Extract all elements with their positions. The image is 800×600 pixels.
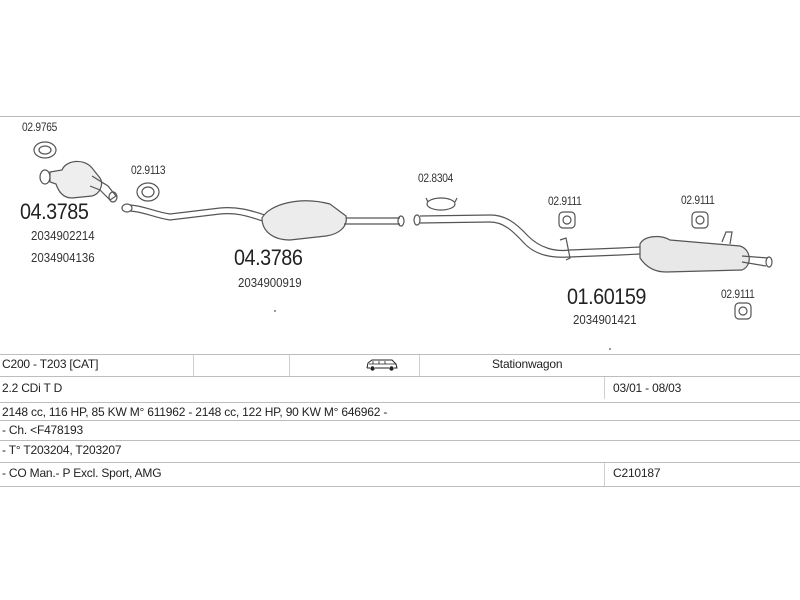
- part-ref-label: 02.9113: [131, 163, 166, 177]
- part-ref-label: 02.8304: [418, 171, 454, 185]
- rear-muffler-01-60159: [413, 214, 773, 273]
- engine-cell: 2.2 CDi T D: [2, 381, 63, 395]
- notes-cell: - CO Man.- P Excl. Sport, AMG: [2, 466, 162, 480]
- gasket-02-9113: [136, 182, 160, 202]
- part-number-label: 01.60159: [567, 284, 646, 309]
- oem-number-label: 2034902214: [31, 228, 95, 243]
- gasket-02-9765: [33, 141, 57, 159]
- info-row: - T° T203204, T203207: [0, 440, 800, 463]
- period-cell: 03/01 - 08/03: [613, 381, 682, 395]
- part-ref-label: 02.9765: [22, 120, 58, 134]
- part-number-label: 04.3786: [234, 245, 303, 270]
- oem-number-label: 2034904136: [31, 250, 95, 265]
- top-divider: [0, 116, 800, 117]
- info-row: C200 - T203 [CAT] Stationwagon: [0, 354, 800, 377]
- type-codes-cell: - T° T203204, T203207: [2, 443, 122, 457]
- info-row: - CO Man.- P Excl. Sport, AMG C210187: [0, 462, 800, 487]
- specs-cell: 2148 cc, 116 HP, 85 KW M° 611962 - 2148 …: [2, 405, 388, 419]
- station-wagon-icon: [366, 358, 398, 375]
- clamp-02-8304: [425, 197, 458, 211]
- info-row: 2148 cc, 116 HP, 85 KW M° 611962 - 2148 …: [0, 402, 800, 421]
- info-row: 2.2 CDi T D 03/01 - 08/03: [0, 376, 800, 399]
- part-ref-label: 02.9111: [548, 194, 582, 208]
- part-ref-label: 02.9111: [681, 193, 715, 207]
- model-cell: C200 - T203 [CAT]: [2, 357, 99, 371]
- oem-number-label: 2034900919: [238, 275, 302, 290]
- mount-02-9111-b: [691, 211, 709, 229]
- catalytic-converter-04-3785: [39, 160, 118, 203]
- table-bottom-line: [0, 486, 800, 487]
- code-cell: C210187: [613, 466, 661, 480]
- body-type-cell: Stationwagon: [492, 357, 563, 371]
- info-row: - Ch. <F478193: [0, 420, 800, 441]
- part-ref-label: 02.9111: [721, 287, 755, 301]
- mount-02-9111-a: [558, 211, 576, 229]
- part-number-label: 04.3785: [20, 199, 89, 224]
- oem-number-label: 2034901421: [573, 312, 637, 327]
- middle-pipe-04-3786: [121, 200, 405, 241]
- mount-02-9111-c: [734, 302, 752, 320]
- chassis-cell: - Ch. <F478193: [2, 423, 83, 437]
